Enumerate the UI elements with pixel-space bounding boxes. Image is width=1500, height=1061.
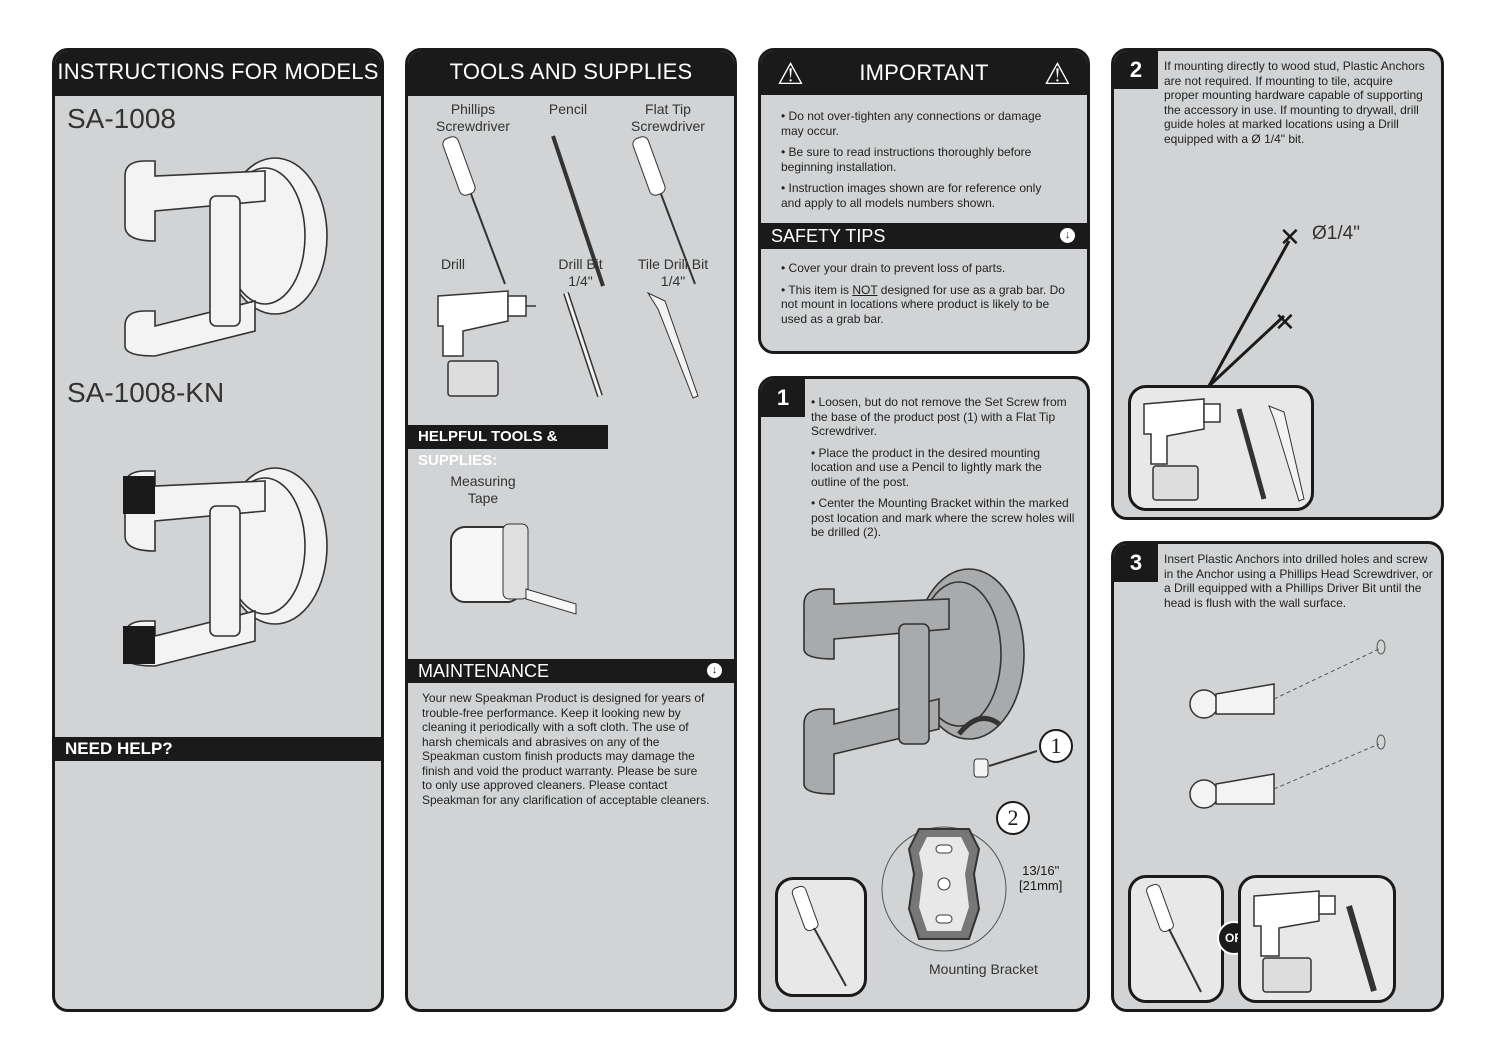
mounting-bracket-icon — [881, 826, 1007, 952]
drill-bit-icon — [563, 292, 603, 397]
step2-text: If mounting directly to wood stud, Plast… — [1164, 59, 1425, 146]
maintenance-text: Your new Speakman Product is designed fo… — [422, 691, 710, 807]
drill-guide-illustration: ✕ ✕ — [1207, 222, 1301, 388]
phillips-screwdriver-icon — [442, 136, 506, 285]
model-sa-1008: SA-1008 — [67, 103, 176, 134]
hook-illustration-1 — [124, 157, 328, 357]
important-bullets: • Do not over-tighten any connections or… — [781, 109, 1061, 217]
warning-icon-right: ⚠ — [1043, 58, 1071, 91]
drill-driver-inset — [1238, 875, 1396, 1003]
callout-2: 2 — [996, 801, 1030, 835]
hook-illustration-2 — [123, 467, 328, 667]
safety-tip: • This item is NOT designed for use as a… — [781, 282, 1065, 326]
step1-bullets: • Loosen, but do not remove the Set Scre… — [811, 395, 1076, 547]
need-help-header: NEED HELP? — [55, 737, 381, 761]
step1-bullet: • Loosen, but do not remove the Set Scre… — [811, 395, 1067, 438]
hook-install-illustration — [803, 568, 1038, 795]
screwdriver-inset — [1128, 875, 1224, 1003]
arrow-down-icon: ↓ — [1060, 228, 1075, 243]
tile-drill-bit-icon — [646, 291, 699, 399]
model-sa-1008-kn: SA-1008-KN — [67, 377, 225, 408]
mounting-bracket-label: Mounting Bracket — [929, 961, 1038, 977]
step1-panel: 1 • Loosen, but do not remove the Set Sc… — [758, 376, 1090, 1012]
important-bullet: • Do not over-tighten any connections or… — [781, 109, 1042, 138]
svg-text:✕: ✕ — [1279, 222, 1301, 252]
important-panel: ⚠ IMPORTANT ⚠ • Do not over-tighten any … — [758, 48, 1090, 354]
arrow-down-icon: ↓ — [707, 663, 722, 678]
step1-bullet: • Place the product in the desired mount… — [811, 445, 1042, 489]
step3-number: 3 — [1114, 544, 1158, 582]
safety-tips-header: SAFETY TIPS ↓ — [761, 223, 1087, 249]
dimension-label: 13/16" [21mm] — [1019, 863, 1063, 893]
drill-bit-label: Drill Bit 1/4" — [558, 256, 603, 289]
maintenance-header: MAINTENANCE ↓ — [408, 659, 734, 683]
warning-icon-left: ⚠ — [777, 58, 805, 91]
tools-panel: TOOLS AND SUPPLIES Phillips Screwdriver … — [405, 48, 737, 1012]
drill-bits-inset — [1128, 385, 1314, 511]
drill-label: Drill — [440, 256, 466, 272]
drill-icon — [1143, 398, 1305, 502]
important-bullet: • Instruction images shown are for refer… — [781, 181, 1042, 210]
measuring-tape-label: Measuring Tape — [450, 473, 516, 506]
step2-panel: 2 If mounting directly to wood stud, Pla… — [1111, 48, 1444, 520]
tools-header: TOOLS AND SUPPLIES — [408, 51, 734, 93]
safety-tip: • Cover your drain to prevent loss of pa… — [781, 261, 1006, 275]
drill-icon — [437, 290, 536, 397]
safety-tips: • Cover your drain to prevent loss of pa… — [781, 261, 1066, 333]
diameter-label: Ø1/4" — [1312, 223, 1360, 244]
flat-tip-label: Flat Tip Screwdriver — [631, 101, 705, 134]
models-panel: INSTRUCTIONS FOR MODELS SA-1008 SA-1008-… — [52, 48, 384, 1012]
tile-drill-bit-label: Tile Drill Bit 1/4" — [637, 256, 709, 289]
measuring-tape-icon — [450, 523, 577, 615]
important-header: ⚠ IMPORTANT ⚠ — [761, 51, 1087, 95]
callout-1: 1 — [1039, 729, 1073, 763]
helpful-tools-header: HELPFUL TOOLS & SUPPLIES: — [408, 425, 608, 469]
step1-bullet: • Center the Mounting Bracket within the… — [811, 496, 1075, 539]
flat-tip-screwdriver-icon — [632, 136, 696, 285]
pencil-label: Pencil — [548, 101, 588, 117]
anchors-illustration — [1189, 639, 1386, 809]
phillips-screwdriver-icon — [1146, 883, 1202, 993]
step3-text: Insert Plastic Anchors into drilled hole… — [1164, 552, 1433, 610]
step3-panel: 3 Insert Plastic Anchors into drilled ho… — [1111, 541, 1444, 1012]
phillips-label: Phillips Screwdriver — [436, 101, 510, 134]
flat-tip-inset — [775, 877, 867, 997]
step1-number: 1 — [761, 379, 805, 417]
screwdriver-icon — [791, 885, 847, 987]
important-bullet: • Be sure to read instructions thoroughl… — [781, 145, 1032, 174]
pencil-icon — [551, 135, 605, 287]
svg-text:✕: ✕ — [1274, 307, 1296, 337]
step2-number: 2 — [1114, 51, 1158, 89]
models-header: INSTRUCTIONS FOR MODELS — [55, 51, 381, 93]
drill-icon — [1253, 890, 1377, 993]
